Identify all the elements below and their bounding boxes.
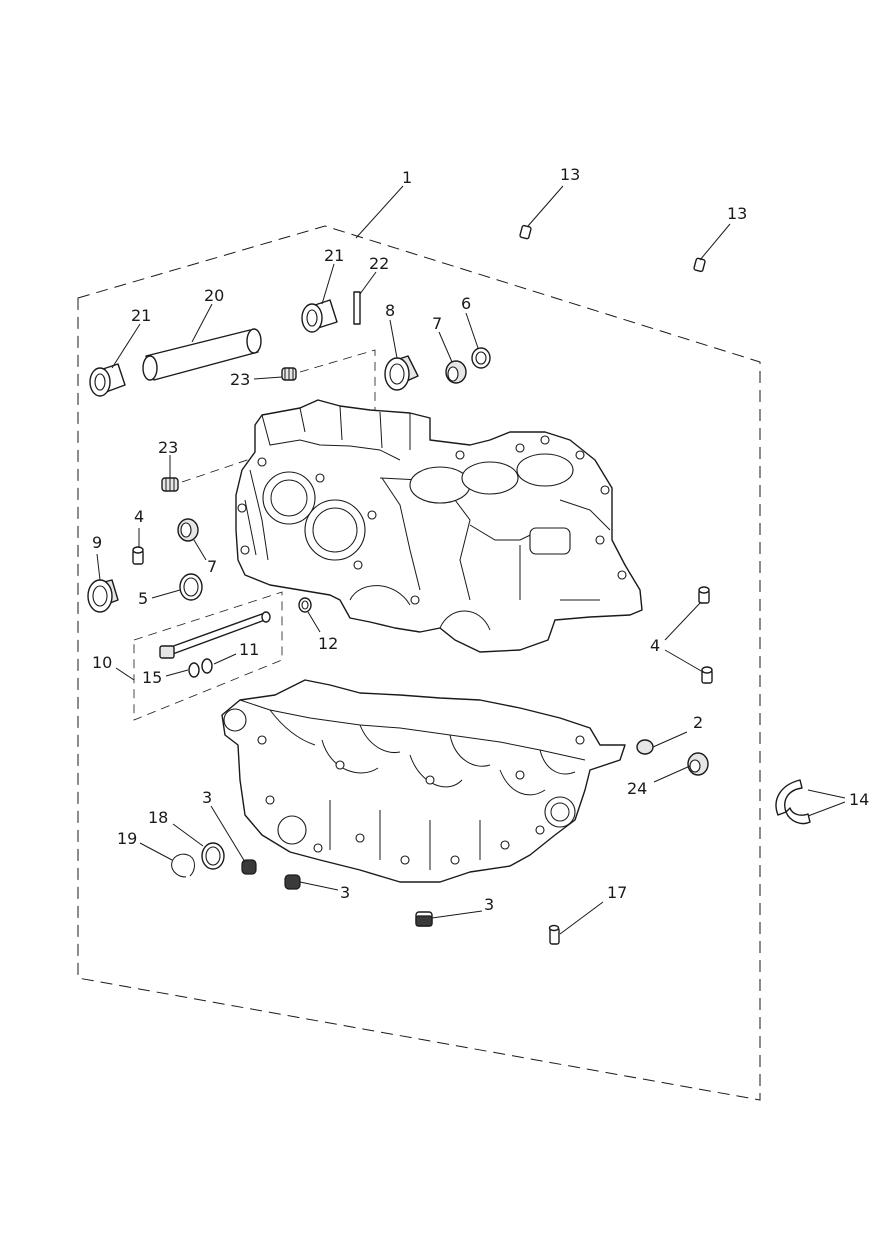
upper-crankcase xyxy=(235,399,643,653)
part-2-plug xyxy=(636,739,654,755)
label-1: 1 xyxy=(402,168,412,187)
label-12: 12 xyxy=(318,634,338,653)
label-3b: 3 xyxy=(340,883,350,902)
label-3c: 3 xyxy=(484,895,494,914)
part-12-o-ring xyxy=(298,597,312,613)
label-4a: 4 xyxy=(134,507,144,526)
label-14: 14 xyxy=(849,790,869,809)
label-13b: 13 xyxy=(727,204,747,223)
lower-crankcase xyxy=(221,679,626,883)
part-14-shell-bearing xyxy=(775,779,811,825)
part-19-circlip xyxy=(171,853,195,878)
leader-lines xyxy=(96,185,846,935)
label-18: 18 xyxy=(148,808,168,827)
alignment-line-23-upper xyxy=(299,349,376,410)
part-7-bearing-left xyxy=(177,518,199,542)
label-21a: 21 xyxy=(131,306,151,325)
label-19: 19 xyxy=(117,829,137,848)
part-18-seal xyxy=(201,842,225,870)
part-4-dowel-left xyxy=(132,546,144,565)
part-9-bearing xyxy=(87,579,119,613)
part-4-dowel-right-bottom xyxy=(701,666,713,684)
part-22-pin xyxy=(353,291,361,325)
label-20: 20 xyxy=(204,286,224,305)
label-23a: 23 xyxy=(230,370,250,389)
part-13-dowel-a xyxy=(519,224,532,240)
label-10: 10 xyxy=(92,653,112,672)
part-17-dowel xyxy=(548,924,560,945)
part-24-bush xyxy=(687,752,709,776)
label-7a: 7 xyxy=(432,314,442,333)
label-8: 8 xyxy=(385,301,395,320)
part-8-bearing xyxy=(384,355,419,391)
oil-jet-group-boundary xyxy=(133,591,283,721)
label-23b: 23 xyxy=(158,438,178,457)
part-6-washer xyxy=(471,347,491,369)
label-6: 6 xyxy=(461,294,471,313)
label-13a: 13 xyxy=(560,165,580,184)
label-11: 11 xyxy=(239,640,259,659)
label-22: 22 xyxy=(369,254,389,273)
label-7b: 7 xyxy=(207,557,217,576)
part-10-oil-pipe xyxy=(159,611,271,659)
label-15: 15 xyxy=(142,668,162,687)
part-13-dowel-b xyxy=(693,257,706,273)
part-7-bearing-top xyxy=(445,360,467,384)
label-2: 2 xyxy=(693,713,703,732)
part-15-o-ring xyxy=(188,662,200,678)
label-24: 24 xyxy=(627,779,647,798)
label-21b: 21 xyxy=(324,246,344,265)
part-4-dowel-right-top xyxy=(698,586,710,604)
part-21-bush-left xyxy=(89,363,126,397)
part-21-bush-right xyxy=(301,299,338,333)
part-23-plug-top xyxy=(281,367,297,381)
label-9: 9 xyxy=(92,533,102,552)
assembly-boundary xyxy=(77,225,761,1101)
label-17: 17 xyxy=(607,883,627,902)
label-5: 5 xyxy=(138,589,148,608)
label-3a: 3 xyxy=(202,788,212,807)
callout-labels: 1 13 13 21 22 20 21 8 6 7 23 23 4 9 7 5 … xyxy=(92,165,869,914)
part-3-plug-c xyxy=(415,911,433,927)
part-5-seal xyxy=(179,573,203,601)
part-11-o-ring xyxy=(201,658,213,674)
label-4b: 4 xyxy=(650,636,660,655)
part-20-tube xyxy=(142,328,262,381)
part-3-plug-a xyxy=(241,859,257,875)
part-3-plug-b xyxy=(284,874,301,890)
